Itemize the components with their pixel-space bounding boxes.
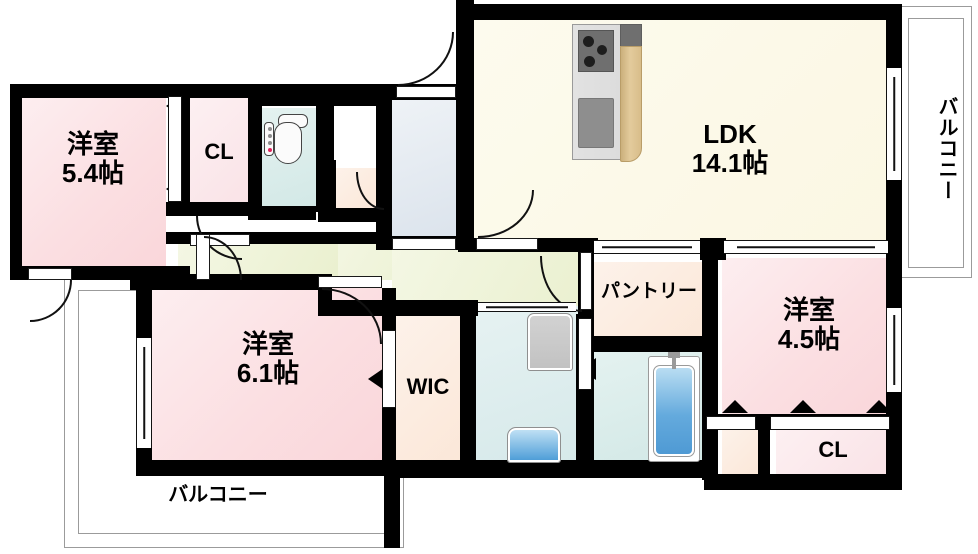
wall-wic-right — [460, 300, 476, 476]
label-balcony-bottom: バルコニー — [168, 484, 268, 506]
window-ldk-balcony — [886, 68, 902, 180]
wall-bottom-right-connector — [396, 462, 718, 478]
room-bedroom-5-4 — [20, 96, 166, 272]
vanity-basin — [507, 427, 561, 463]
label-wic: WIC — [406, 374, 450, 399]
sliding-door-ldk-bedroom45[interactable] — [724, 240, 888, 254]
kitchen-stove — [578, 30, 614, 72]
stove-burner-2 — [597, 45, 607, 55]
balcony-right-inner — [908, 18, 964, 268]
wic-door-leaf[interactable] — [382, 330, 396, 408]
room-ldk — [472, 18, 892, 240]
wall-storage-left — [326, 160, 336, 220]
closet-right-rail[interactable] — [770, 416, 890, 430]
toilet-panel-dot-4 — [267, 148, 272, 152]
wall-closet-right-bottom — [704, 474, 902, 490]
window-bedroom45-right — [886, 308, 902, 392]
wall-storage-bottom — [318, 208, 392, 222]
room-closet-right — [776, 428, 890, 480]
closet-top-left-leaf[interactable] — [168, 96, 182, 202]
wall-genkan-left — [376, 84, 392, 244]
opening-entrance-door[interactable] — [396, 86, 456, 98]
closet-right-chevron-2 — [790, 400, 816, 413]
label-pantry: パントリー — [601, 281, 697, 302]
wall-corridor-bottom-left — [130, 274, 320, 290]
bathtub-spout — [672, 357, 676, 369]
label-bedroom-5-4: 洋室 5.4帖 — [61, 129, 125, 189]
wic-door-fold — [368, 368, 384, 390]
wall-closet-top-left-right — [248, 84, 262, 216]
opening-porch-left[interactable] — [28, 268, 72, 280]
closet-right-strip-rail[interactable] — [706, 416, 756, 430]
toilet-panel-dot-1 — [267, 127, 272, 131]
closet-right-chevron-3 — [866, 400, 892, 413]
stove-burner-1 — [583, 36, 594, 47]
room-pantry — [592, 262, 706, 338]
bathtub-tap — [668, 352, 680, 358]
label-closet-top-left: CL — [204, 139, 234, 164]
toilet-panel-dot-3 — [267, 141, 272, 145]
wall-bedroom61-bottom — [136, 460, 398, 476]
room-wic — [392, 314, 464, 462]
wall-top-left-horizontal — [10, 84, 268, 98]
opening-genkan-hall[interactable] — [392, 238, 456, 250]
washing-machine-space — [527, 313, 573, 371]
room-genkan — [392, 100, 460, 242]
kitchen-sink — [578, 98, 614, 148]
toilet-control-panel — [264, 122, 274, 156]
sliding-door-ldk-pantry[interactable] — [594, 240, 700, 254]
label-bedroom-4-5: 洋室 4.5帖 — [777, 295, 841, 355]
stove-burner-3 — [584, 56, 595, 67]
wall-ldk-top — [458, 4, 902, 20]
label-bedroom-6-1: 洋室 6.1帖 — [236, 329, 300, 389]
wall-toilet-top — [248, 84, 384, 106]
wall-pantry-bottom — [592, 336, 716, 352]
toilet-panel-dot-2 — [267, 134, 272, 138]
toilet-bowl — [274, 122, 302, 164]
label-ldk: LDK 14.1帖 — [691, 119, 769, 179]
room-closet-top-left — [190, 96, 248, 210]
wall-left-outer-upper — [10, 84, 22, 276]
room-closet-right-strip — [722, 428, 758, 476]
label-balcony-right: バルコニー — [935, 95, 957, 201]
wall-toilet-bottom — [248, 206, 316, 220]
opening-ldk-door[interactable] — [476, 238, 538, 250]
bathtub — [653, 365, 695, 457]
wall-genkan-right — [456, 0, 474, 248]
wall-between-bedroom54-and-closet — [180, 96, 190, 204]
opening-bedroom61-door[interactable] — [318, 276, 382, 288]
bath-door-leaf[interactable] — [578, 318, 592, 390]
window-bedroom61-left — [136, 338, 152, 448]
wall-closet-right-divider — [758, 420, 770, 480]
entrance-door-swing — [398, 32, 454, 86]
room-bedroom-4-5 — [722, 258, 890, 418]
label-closet-right: CL — [818, 437, 848, 462]
kitchen-counter-wood — [620, 46, 642, 162]
sliding-door-powder-top[interactable] — [478, 302, 576, 312]
closet-right-chevron-1 — [722, 400, 748, 413]
wall-bottom-connector — [384, 462, 400, 548]
wall-closet-top-left-bottom — [166, 202, 262, 216]
